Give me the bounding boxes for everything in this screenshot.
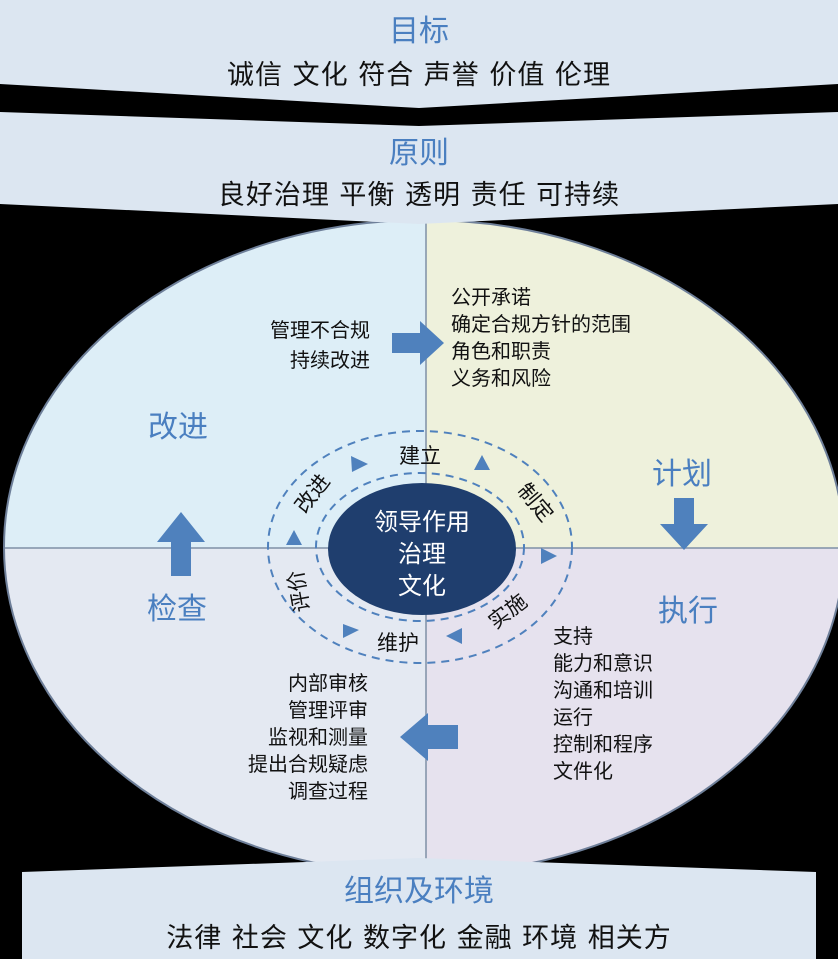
core-line-2: 治理 <box>398 540 446 568</box>
label-check: 检查 <box>147 592 207 627</box>
check-line-2: 管理评审 <box>288 698 368 722</box>
do-line-5: 控制和程序 <box>553 732 653 756</box>
ring-arrow-5 <box>343 624 359 638</box>
outer-dashed-ring <box>267 430 573 664</box>
plan-line-4: 义务和风险 <box>451 366 551 390</box>
plan-line-1: 公开承诺 <box>451 285 531 309</box>
do-line-4: 运行 <box>553 705 593 729</box>
ring-arrow-6 <box>286 530 302 545</box>
ring-establish: 建立 <box>399 444 441 468</box>
ring-arrow-2 <box>474 455 490 470</box>
check-line-1: 内部审核 <box>288 671 368 695</box>
check-line-4: 提出合规疑虑 <box>248 752 368 776</box>
core-ellipse <box>328 483 516 615</box>
plan-line-3: 角色和职责 <box>451 339 551 363</box>
goal-text: 诚信 文化 符合 声誉 价值 伦理 <box>227 60 611 91</box>
label-plan: 计划 <box>652 457 712 492</box>
environment-text: 法律 社会 文化 数字化 金融 环境 相关方 <box>166 923 672 954</box>
do-line-1: 支持 <box>553 624 593 648</box>
quadrant-do <box>426 548 838 874</box>
environment-title: 组织及环境 <box>344 874 494 909</box>
inner-dashed-ring <box>315 472 525 622</box>
principle-band-shape <box>0 112 838 224</box>
do-line-2: 能力和意识 <box>553 651 653 675</box>
do-line-3: 沟通和培训 <box>553 678 653 702</box>
do-line-6: 文件化 <box>553 759 613 783</box>
ring-arrow-1 <box>351 456 368 472</box>
label-do: 执行 <box>658 594 718 629</box>
core-line-3: 文化 <box>398 572 446 600</box>
label-improve: 改进 <box>148 410 208 445</box>
quadrant-improve <box>4 220 426 548</box>
improve-line-2: 持续改进 <box>290 348 370 372</box>
environment-band-shape <box>22 858 816 959</box>
goal-title: 目标 <box>389 14 449 49</box>
ring-arrow-4 <box>446 628 462 644</box>
arrow-up-icon <box>157 512 205 576</box>
plan-line-2: 确定合规方针的范围 <box>451 312 631 336</box>
core-line-1: 领导作用 <box>374 508 470 536</box>
check-line-3: 监视和测量 <box>268 725 368 749</box>
goal-band-shape <box>0 0 838 108</box>
principle-text: 良好治理 平衡 透明 责任 可持续 <box>217 180 621 211</box>
ring-maintain: 维护 <box>377 631 419 655</box>
principle-title: 原则 <box>389 136 449 171</box>
check-line-5: 调查过程 <box>288 779 368 803</box>
arrow-down-icon <box>660 498 708 550</box>
arrow-left-icon <box>400 713 458 761</box>
improve-line-1: 管理不合规 <box>270 318 370 342</box>
ring-arrow-3 <box>541 548 557 564</box>
arrow-right-icon <box>392 321 444 365</box>
